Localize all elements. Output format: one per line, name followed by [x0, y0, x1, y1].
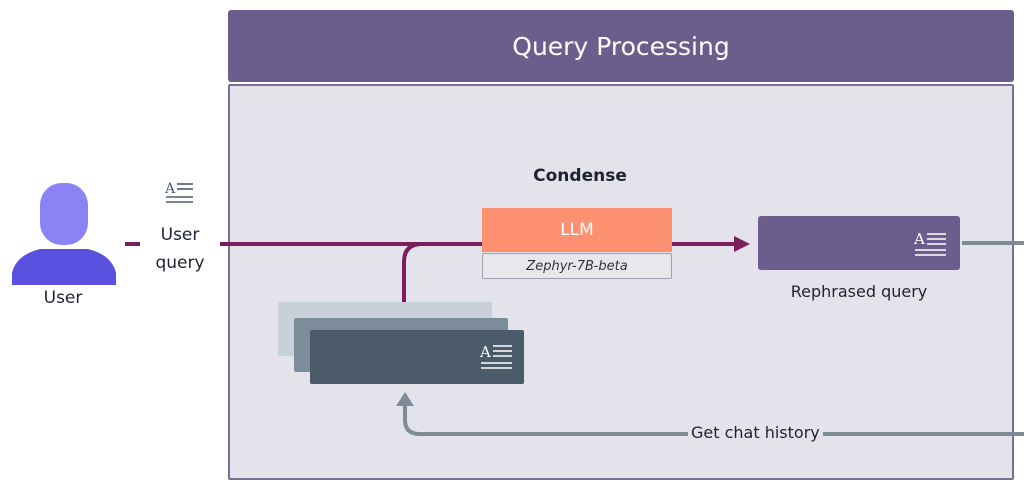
get-chat-history-label: Get chat history — [688, 423, 823, 442]
user-silhouette-icon — [12, 183, 116, 285]
panel-body — [228, 84, 1014, 480]
chat-history-doc-front: A — [310, 330, 524, 384]
condense-label: Condense — [533, 166, 627, 186]
history-merge-line — [402, 242, 423, 302]
llm-output-arrowhead — [734, 236, 750, 252]
llm-label: LLM — [560, 220, 594, 240]
model-name: Zephyr-7B-beta — [526, 258, 628, 274]
svg-text:A: A — [914, 230, 925, 248]
history-return-line — [403, 404, 1024, 436]
rephrased-query-label: Rephrased query — [790, 282, 928, 301]
model-name-box: Zephyr-7B-beta — [482, 253, 672, 279]
svg-text:A: A — [480, 343, 491, 361]
document-text-icon: A — [914, 230, 946, 256]
svg-text:A: A — [165, 181, 176, 197]
panel-title: Query Processing — [512, 31, 730, 61]
llm-box: LLM — [482, 208, 672, 252]
user-query-label: User query — [140, 221, 220, 277]
history-return-arrowhead — [396, 392, 414, 406]
user-query-line2: query — [155, 253, 205, 273]
user-label: User — [43, 288, 83, 308]
user-query-line1: User — [160, 225, 200, 245]
rephrased-query-box: A — [758, 216, 960, 270]
panel-header: Query Processing — [228, 10, 1014, 82]
document-text-icon: A — [480, 343, 512, 369]
document-text-icon: A — [165, 181, 193, 203]
